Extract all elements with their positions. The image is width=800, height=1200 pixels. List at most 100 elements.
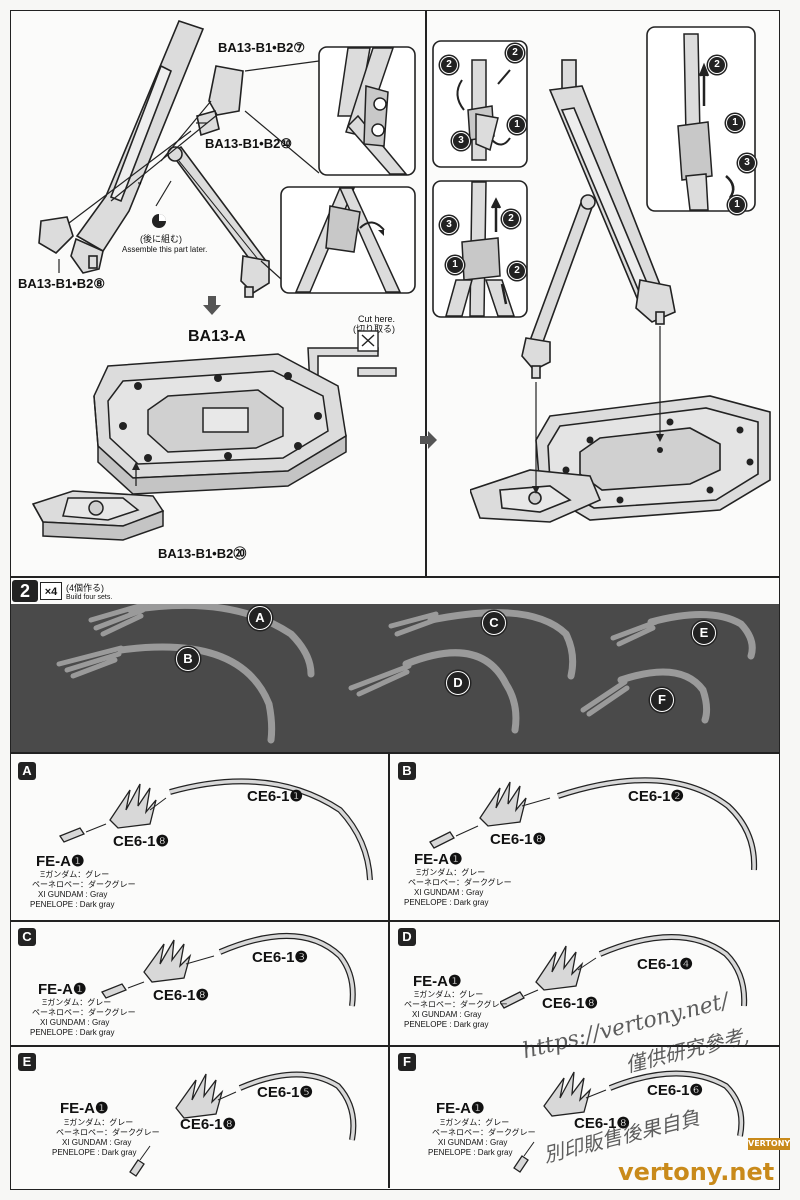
panel-b-note-3: XI GUNDAM : Gray xyxy=(414,888,484,897)
panel-c-note-3: XI GUNDAM : Gray xyxy=(40,1018,110,1027)
zoom-box-clip xyxy=(280,186,416,294)
zoom-box-hinge xyxy=(318,46,416,176)
label-part-b2-10: BA13-B1•B2⑩ xyxy=(205,136,293,151)
panel-c-note-1: Ξガンダム：グレー xyxy=(42,998,112,1007)
panel-f-illustration xyxy=(513,1070,745,1173)
panel-a-illustration xyxy=(59,778,373,881)
panel-e-letter: E xyxy=(18,1053,36,1071)
panel-c-part-sub: CE6-1❽ xyxy=(153,987,209,1004)
panel-c-part-fe: FE-A❶ xyxy=(38,981,87,998)
panel-e-note-3: XI GUNDAM : Gray xyxy=(62,1138,132,1147)
step-num-ml-3: 1 xyxy=(446,256,464,274)
arrow-right-icon xyxy=(420,431,437,449)
panel-b-note-2: ペーネロペー：ダークグレー xyxy=(408,878,512,887)
build-note-ja: (4個作る) xyxy=(66,583,104,593)
overview-label-b: B xyxy=(176,647,200,671)
label-part-b2-20: BA13-B1•B2⑳ xyxy=(158,546,247,561)
step-num-tl-4: 3 xyxy=(452,132,470,150)
arrow-down-icon xyxy=(203,296,221,315)
step-num-ml-4: 2 xyxy=(508,262,526,280)
panel-d-illustration xyxy=(500,934,748,1009)
overview-label-e: E xyxy=(692,621,716,645)
panel-f-note-3: XI GUNDAM : Gray xyxy=(438,1138,508,1147)
overview-label-c: C xyxy=(482,611,506,635)
step-num-tl-3: 1 xyxy=(508,116,526,134)
panel-d-part-fe: FE-A❶ xyxy=(413,973,462,990)
detail-box-right xyxy=(646,26,756,212)
overview-parts-illustration xyxy=(56,604,756,744)
stand-arm-illustration: " xyxy=(38,20,320,298)
watermark-brand: vertony.net xyxy=(618,1158,775,1186)
panel-d-note-3: XI GUNDAM : Gray xyxy=(412,1010,482,1019)
panel-d-note-2: ペーネロペー：ダークグレー xyxy=(404,1000,508,1009)
step-num-r-3: 3 xyxy=(738,154,756,172)
panel-a-part-sub: CE6-1❽ xyxy=(113,833,169,850)
step-num-tl-2: 2 xyxy=(506,44,524,62)
panel-d-letter: D xyxy=(398,928,416,946)
overview-label-f: F xyxy=(650,688,674,712)
panel-e-illustration xyxy=(129,1071,357,1177)
panel-f-letter: F xyxy=(398,1053,416,1071)
divider-row1 xyxy=(11,920,779,922)
panel-c-letter: C xyxy=(18,928,36,946)
watermark-badge: VERTONY xyxy=(748,1138,791,1150)
panel-c-note-2: ペーネロペー：ダークグレー xyxy=(32,1008,136,1017)
divider-vertical-top xyxy=(425,11,427,576)
panel-f-note-2: ペーネロペー：ダークグレー xyxy=(432,1128,536,1137)
step-num-ml-1: 3 xyxy=(440,216,458,234)
panel-d-part-main: CE6-1❹ xyxy=(637,956,693,973)
overview-label-d: D xyxy=(446,671,470,695)
panel-a-note-3: XI GUNDAM : Gray xyxy=(38,890,108,899)
panel-b-part-fe: FE-A❶ xyxy=(414,851,463,868)
multiplier-badge: ×4 xyxy=(40,582,62,600)
panel-c-part-main: CE6-1❸ xyxy=(252,949,308,966)
label-assemble-later-en: Assemble this part later. xyxy=(122,245,208,254)
panel-c-note-4: PENELOPE : Dark gray xyxy=(30,1028,115,1037)
divider-vertical-bottom xyxy=(388,752,390,1188)
panel-f-note-4: PENELOPE : Dark gray xyxy=(428,1148,513,1157)
divider-below-dark xyxy=(11,752,779,754)
panel-a-note-4: PENELOPE : Dark gray xyxy=(30,900,115,909)
panel-b-illustration xyxy=(429,777,758,871)
panel-e-note-1: Ξガンダム：グレー xyxy=(64,1118,134,1127)
panel-d-note-4: PENELOPE : Dark gray xyxy=(404,1020,489,1029)
panel-b-note-1: Ξガンダム：グレー xyxy=(416,868,486,877)
panel-a-part-fe: FE-A❶ xyxy=(36,853,85,870)
panel-e-part-fe: FE-A❶ xyxy=(60,1100,109,1117)
label-cut-here-ja: (切り取る) xyxy=(353,324,395,334)
panel-e-part-sub: CE6-1❽ xyxy=(180,1116,236,1133)
step-num-r-1: 1 xyxy=(728,196,746,214)
panel-f-part-fe: FE-A❶ xyxy=(436,1100,485,1117)
panel-e-note-2: ペーネロペー：ダークグレー xyxy=(56,1128,160,1137)
step-num-tl-1: 2 xyxy=(440,56,458,74)
assembled-stand-illustration xyxy=(470,59,771,523)
panel-f-part-main: CE6-1❻ xyxy=(647,1082,703,1099)
panel-b-part-sub: CE6-1❽ xyxy=(490,831,546,848)
step-num-r-4: 1 xyxy=(726,114,744,132)
build-note-en: Build four sets. xyxy=(66,594,113,601)
label-cut-here-en: Cut here. xyxy=(358,314,396,324)
panel-b-note-4: PENELOPE : Dark gray xyxy=(404,898,489,907)
panel-f-note-1: Ξガンダム：グレー xyxy=(440,1118,510,1127)
step-num-ml-2: 2 xyxy=(502,210,520,228)
panel-e-part-main: CE6-1❺ xyxy=(257,1084,313,1101)
divider-horizontal-mid xyxy=(11,576,779,578)
panel-d-part-sub: CE6-1❽ xyxy=(542,995,598,1012)
panel-f-part-sub: CE6-1❽ xyxy=(574,1115,630,1132)
panel-b-part-main: CE6-1❷ xyxy=(628,788,684,805)
label-part-b2-7: BA13-B1•B2⑦ xyxy=(218,40,306,55)
panel-a-note-1: Ξガンダム：グレー xyxy=(40,870,110,879)
label-assemble-later-ja: (後に組む) xyxy=(140,234,182,244)
panel-c-illustration xyxy=(101,933,356,1007)
overview-label-a: A xyxy=(248,606,272,630)
panel-d-note-1: Ξガンダム：グレー xyxy=(414,990,484,999)
svg-text:": " xyxy=(138,181,142,192)
divider-row2 xyxy=(11,1045,779,1047)
panel-b-letter: B xyxy=(398,762,416,780)
step-num-r-2: 2 xyxy=(708,56,726,74)
panel-e-note-4: PENELOPE : Dark gray xyxy=(52,1148,137,1157)
step-number-badge: 2 xyxy=(12,580,38,602)
label-base-title: BA13-A xyxy=(188,328,246,345)
panel-a-part-main: CE6-1❶ xyxy=(247,788,303,805)
